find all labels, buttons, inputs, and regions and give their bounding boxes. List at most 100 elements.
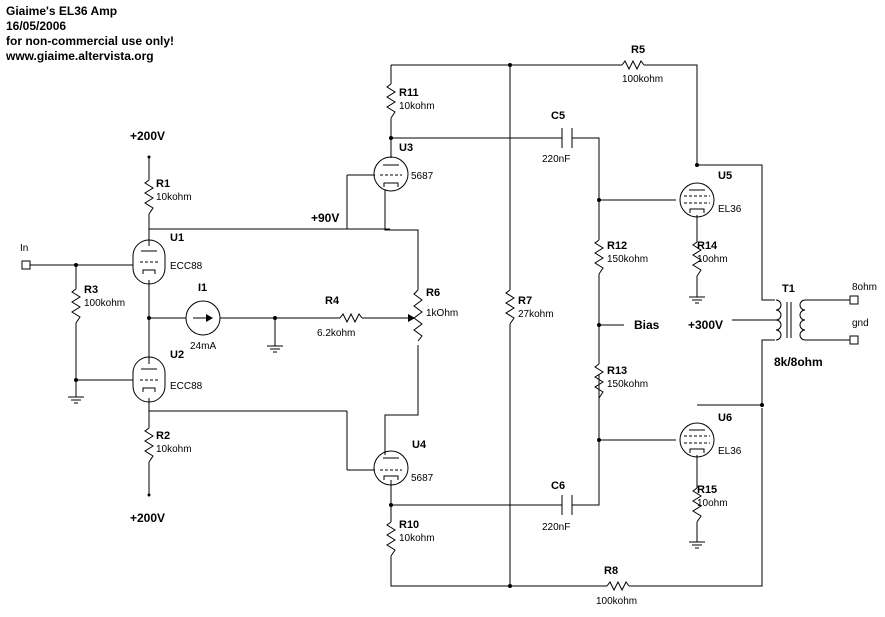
schematic-date: 16/05/2006 — [6, 19, 66, 33]
tube-u1 — [132, 239, 166, 285]
ground-icon — [267, 345, 283, 353]
c5-value: 220nF — [542, 154, 570, 165]
u4-ref: U4 — [412, 439, 427, 451]
capacitors — [561, 128, 573, 515]
transformer-ratio-label: 8k/8ohm — [774, 355, 823, 369]
r14-ref: R14 — [697, 240, 718, 252]
r4-value: 6.2kohm — [317, 328, 355, 339]
resistor-r15 — [692, 487, 702, 523]
input-label: In — [20, 243, 28, 254]
r7-ref: R7 — [518, 295, 532, 307]
r12-ref: R12 — [607, 240, 627, 252]
output-terminal-8ohm[interactable] — [849, 295, 859, 305]
r6-ref: R6 — [426, 287, 440, 299]
r1-value: 10kohm — [156, 192, 192, 203]
r5-value: 100kohm — [622, 74, 663, 85]
u5-value: EL36 — [718, 204, 742, 215]
u1-ref: U1 — [170, 232, 184, 244]
capacitor-c6 — [561, 495, 573, 515]
resistor-r13 — [594, 363, 604, 399]
r8-value: 100kohm — [596, 596, 637, 607]
c5-ref: C5 — [551, 110, 565, 122]
r12-value: 150kohm — [607, 254, 648, 265]
current-source-i1 — [185, 300, 221, 336]
tube-u5 — [679, 182, 715, 218]
resistor-r2 — [144, 427, 154, 463]
tube-u2 — [132, 356, 166, 403]
r3-ref: R3 — [84, 284, 98, 296]
website-link[interactable]: www.giaime.altervista.org — [5, 49, 154, 63]
u5-ref: U5 — [718, 170, 732, 182]
r3-value: 100kohm — [84, 298, 125, 309]
wires — [30, 64, 850, 587]
r15-ref: R15 — [697, 484, 717, 496]
ground-symbols — [68, 296, 705, 549]
u6-value: EL36 — [718, 446, 742, 457]
resistor-r7 — [505, 289, 515, 325]
license-note: for non-commercial use only! — [6, 34, 174, 48]
resistor-r11 — [386, 83, 396, 119]
r2-value: 10kohm — [156, 444, 192, 455]
resistor-r5 — [621, 59, 645, 71]
supply-label-200v-bottom: +200V — [130, 511, 165, 525]
r15-value: 10ohm — [697, 498, 728, 509]
r10-ref: R10 — [399, 519, 419, 531]
r13-value: 150kohm — [607, 379, 648, 390]
output-label-8ohm: 8ohm — [852, 282, 877, 293]
r14-value: 10ohm — [697, 254, 728, 265]
r4-ref: R4 — [325, 295, 340, 307]
r13-ref: R13 — [607, 365, 627, 377]
u4-value: 5687 — [411, 473, 434, 484]
component-labels: R1 10kohm R2 10kohm R3 100kohm R4 6.2koh… — [84, 44, 795, 607]
resistor-r8 — [606, 580, 630, 592]
resistors — [71, 59, 702, 592]
bias-label: Bias — [634, 318, 660, 332]
output-label-gnd: gnd — [852, 318, 869, 329]
tube-u4 — [373, 450, 409, 486]
potentiometer-r6 — [413, 289, 423, 342]
c6-value: 220nF — [542, 522, 570, 533]
resistor-r14 — [692, 241, 702, 277]
t1-ref: T1 — [782, 283, 795, 295]
u2-ref: U2 — [170, 349, 184, 361]
supply-label-200v-top: +200V — [130, 129, 165, 143]
transformer-t1 — [775, 299, 806, 341]
r11-ref: R11 — [399, 87, 419, 99]
resistor-r1 — [144, 179, 154, 215]
i1-value: 24mA — [190, 341, 216, 352]
supply-terminals — [21, 155, 859, 497]
tube-u6 — [679, 422, 715, 458]
arrow-right-icon — [206, 314, 213, 322]
u2-value: ECC88 — [170, 381, 203, 392]
wiper-arrow-icon — [408, 314, 415, 322]
u3-ref: U3 — [399, 142, 413, 154]
u6-ref: U6 — [718, 412, 732, 424]
r6-value: 1kOhm — [426, 308, 458, 319]
schematic-title: Giaime's EL36 Amp — [6, 4, 117, 18]
net-labels: In +200V +200V +90V +300V Bias 8ohm gnd … — [20, 129, 877, 525]
resistor-r4 — [339, 312, 363, 324]
r8-ref: R8 — [604, 565, 618, 577]
resistor-r3 — [71, 288, 81, 324]
c6-ref: C6 — [551, 480, 565, 492]
r1-ref: R1 — [156, 178, 170, 190]
tube-u3 — [373, 156, 409, 192]
ground-icon — [68, 396, 84, 404]
supply-label-90v: +90V — [311, 211, 339, 225]
input-terminal[interactable] — [21, 260, 31, 270]
r11-value: 10kohm — [399, 101, 435, 112]
r5-ref: R5 — [631, 44, 645, 56]
supply-label-300v: +300V — [688, 318, 723, 332]
r2-ref: R2 — [156, 430, 170, 442]
r7-value: 27kohm — [518, 309, 554, 320]
resistor-r10 — [386, 521, 396, 557]
junction-dots — [74, 63, 764, 588]
r10-value: 10kohm — [399, 533, 435, 544]
output-terminal-gnd[interactable] — [849, 335, 859, 345]
resistor-r12 — [594, 239, 604, 275]
ground-icon — [689, 541, 705, 549]
u3-value: 5687 — [411, 171, 434, 182]
capacitor-c5 — [561, 128, 573, 148]
i1-ref: I1 — [198, 282, 207, 294]
